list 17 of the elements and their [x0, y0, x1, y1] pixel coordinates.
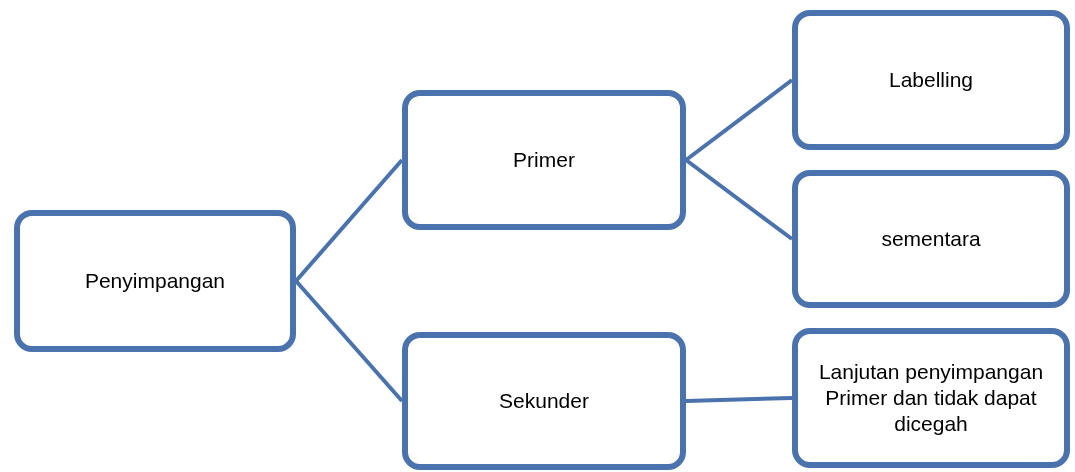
process-box [402, 90, 686, 230]
process-box [402, 332, 686, 470]
node-label: Sekunder [498, 387, 590, 414]
node-label: Primer [512, 146, 576, 173]
process-box [792, 10, 1070, 150]
node-label: Labelling [887, 66, 975, 93]
connector-line [684, 158, 794, 241]
process-box [792, 328, 1070, 468]
connector-line [294, 158, 404, 283]
node-label: Lanjutan penyimpangan Primer dan tidak dapat dicegah [817, 358, 1045, 438]
connector-line [685, 396, 793, 403]
node-label: Penyimpangan [83, 267, 227, 294]
process-box [14, 210, 296, 352]
node-label: sementara [880, 225, 982, 252]
connector-line [294, 279, 404, 403]
connector-line [684, 78, 794, 162]
process-box [792, 170, 1070, 308]
